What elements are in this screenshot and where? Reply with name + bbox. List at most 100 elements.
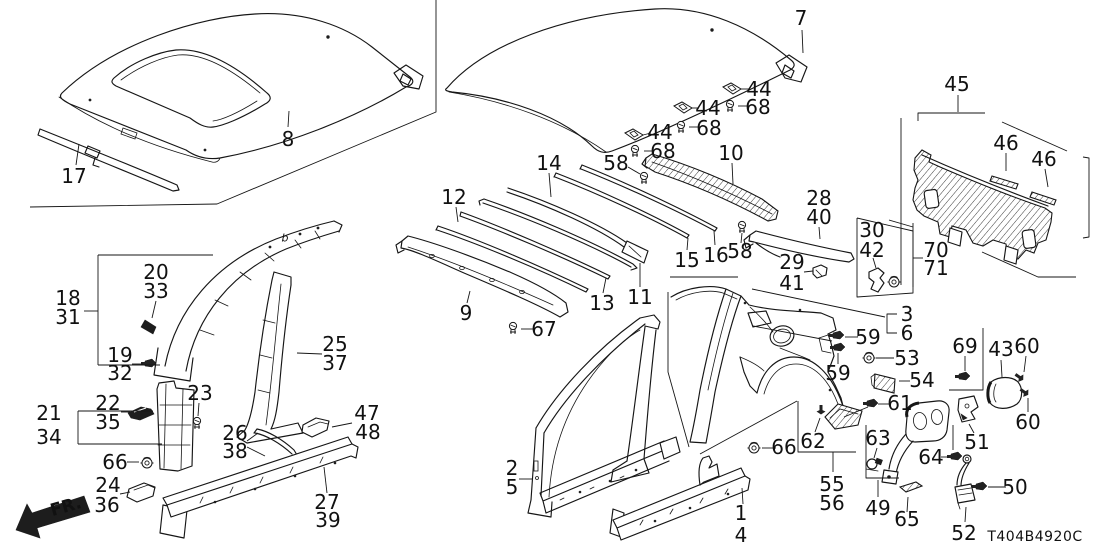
guide-line — [741, 487, 744, 505]
callout-31: 31 — [55, 305, 80, 329]
guide-line — [731, 162, 734, 185]
callout-34: 34 — [36, 425, 61, 449]
callout-64: 64 — [918, 445, 943, 469]
part-roof-panel — [445, 8, 808, 153]
guide-line — [872, 257, 877, 269]
callout-46: 46 — [1031, 147, 1056, 171]
callout-12: 12 — [441, 185, 466, 209]
callout-32: 32 — [107, 361, 132, 385]
part-front-pillar-stiffener — [153, 220, 343, 382]
callout-33: 33 — [143, 279, 168, 303]
callout-40: 40 — [806, 205, 831, 229]
guide-line — [843, 406, 869, 418]
callout-69: 69 — [952, 334, 977, 358]
part-side-panel-outer — [527, 314, 681, 518]
callout-24: 24 — [95, 473, 120, 497]
callout-30: 30 — [859, 218, 884, 242]
callout-48: 48 — [355, 420, 380, 444]
guide-line — [949, 328, 984, 391]
callout-68: 68 — [745, 95, 770, 119]
guide-line — [814, 417, 821, 433]
callout-1: 1 — [735, 501, 748, 525]
guide-line — [797, 401, 856, 453]
callout-70: 70 — [923, 238, 948, 262]
guide-line — [627, 166, 641, 175]
part-strip-46 — [989, 175, 1057, 206]
clip-22-35-icon — [127, 406, 155, 421]
guide-line — [29, 0, 437, 208]
guide-line — [323, 466, 328, 494]
guide-line — [246, 432, 259, 442]
guide-line — [865, 425, 899, 479]
callout-26: 26 — [222, 421, 247, 445]
fr-direction-label: FR. — [48, 493, 84, 521]
callout-20: 20 — [143, 260, 168, 284]
part-side-sill — [609, 455, 751, 541]
callout-29: 29 — [779, 250, 804, 274]
callout-60: 60 — [1014, 334, 1039, 358]
callout-5: 5 — [506, 475, 519, 499]
guide-line — [873, 447, 878, 459]
guide-line — [751, 288, 886, 318]
grommet-66-icon — [140, 456, 154, 469]
part-rear-roof-rail-10 — [641, 153, 779, 222]
part-rear-quarter-panel — [670, 286, 844, 444]
callout-50: 50 — [1002, 475, 1027, 499]
callout-39: 39 — [315, 508, 340, 532]
callout-18: 18 — [55, 286, 80, 310]
part-fuel-lid-43 — [986, 376, 1023, 409]
callout-56: 56 — [819, 491, 844, 515]
guide-line — [455, 206, 459, 223]
clip-61-icon — [862, 398, 879, 408]
part-roof-bow-11 — [506, 187, 649, 264]
guide-line — [856, 217, 914, 298]
callout-7: 7 — [795, 6, 808, 30]
callout-28: 28 — [806, 186, 831, 210]
part-tether-52 — [954, 454, 976, 510]
guide-line — [75, 143, 80, 166]
guide-line — [296, 352, 323, 355]
callout-25: 25 — [322, 332, 347, 356]
callout-52: 52 — [951, 521, 976, 545]
guide-line — [642, 132, 652, 136]
clip-69-icon — [954, 371, 971, 381]
bolt-58-icon — [737, 220, 747, 234]
part-roof-bow-13 — [459, 211, 611, 280]
callout-63: 63 — [865, 426, 890, 450]
guide-line — [1000, 359, 1003, 378]
clip-20-33-icon — [140, 319, 157, 335]
guide-line — [818, 226, 821, 240]
guide-line — [1001, 121, 1068, 152]
part-roof-bow-12 — [435, 225, 589, 293]
guide-line — [752, 325, 833, 342]
bolt-58-icon — [639, 171, 649, 185]
part-roof-bow-14 — [478, 198, 638, 271]
guide-line — [686, 237, 689, 251]
callout-42: 42 — [859, 238, 884, 262]
callout-b: b — [282, 232, 289, 245]
callout-22: 22 — [95, 391, 120, 415]
callout-67: 67 — [531, 317, 556, 341]
callout-55: 55 — [819, 472, 844, 496]
guide-line — [917, 112, 985, 121]
callout-23: 23 — [187, 381, 212, 405]
part-inner-stiffener-21-34 — [156, 380, 195, 472]
guide-line — [886, 313, 897, 334]
callout-9: 9 — [460, 301, 473, 325]
callout-51: 51 — [964, 430, 989, 454]
callout-19: 19 — [107, 343, 132, 367]
callout-8: 8 — [282, 127, 295, 151]
callout-14: 14 — [536, 151, 561, 175]
part-center-pillar-stiffener — [236, 271, 304, 444]
part-pad-65 — [898, 481, 924, 493]
callout-2: 2 — [506, 456, 519, 480]
callout-58: 58 — [727, 239, 752, 263]
part-rod-26-38 — [253, 428, 298, 456]
callout-54: 54 — [909, 368, 934, 392]
part-valve-63 — [865, 457, 883, 472]
guide-line — [888, 219, 914, 228]
callout-13: 13 — [589, 291, 614, 315]
callout-27: 27 — [314, 490, 339, 514]
callout-36: 36 — [94, 493, 119, 517]
